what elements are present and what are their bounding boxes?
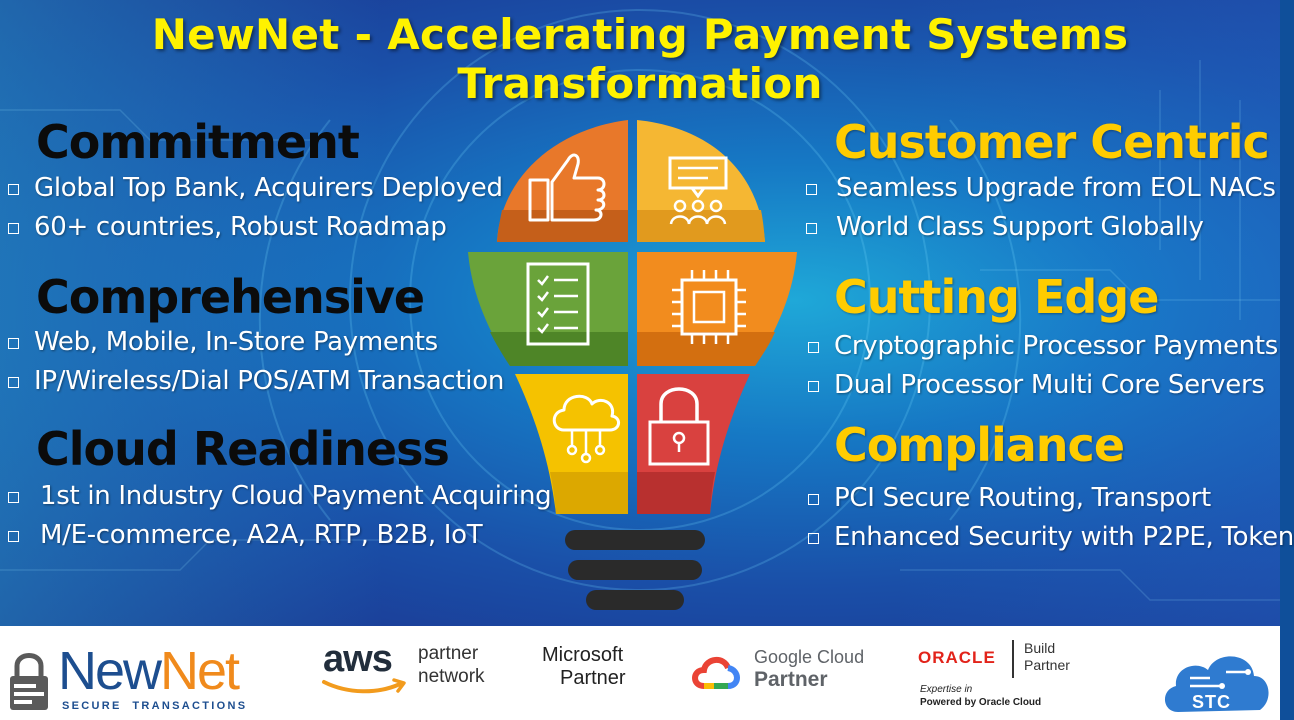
cutting-edge-list: Cryptographic Processor Payments Dual Pr… <box>806 327 1278 405</box>
partner-logo-strip: NewNet SECURE TRANSACTIONS aws partner n… <box>0 626 1280 720</box>
list-item: IP/Wireless/Dial POS/ATM Transaction <box>6 362 504 401</box>
google-partner-line2: Partner <box>754 668 828 691</box>
cloud-network-icon <box>515 374 628 514</box>
heading-customer-centric: Customer Centric <box>834 115 1270 169</box>
bullet-box-icon <box>8 223 19 234</box>
bullet-box-icon <box>806 223 817 234</box>
list-item: Dual Processor Multi Core Servers <box>806 366 1278 405</box>
oracle-powered: Powered by Oracle Cloud <box>920 697 1042 708</box>
bullet-box-icon <box>8 377 19 388</box>
commitment-list: Global Top Bank, Acquirers Deployed 60+ … <box>6 169 503 247</box>
cpu-chip-icon <box>637 252 797 366</box>
aws-partner-line2: network <box>418 666 485 687</box>
bullet-box-icon <box>8 184 19 195</box>
oracle-mark: ORACLE <box>918 648 996 667</box>
newnet-tagline: SECURE TRANSACTIONS <box>62 700 248 712</box>
bulb-socket <box>565 530 705 610</box>
slide-background: NewNet - Accelerating Payment Systems Tr… <box>0 0 1294 626</box>
newnet-wordmark: NewNet <box>58 641 240 701</box>
stc-cloud-logo <box>1164 656 1269 712</box>
thumbs-up-icon <box>497 120 628 242</box>
customer-centric-list: Seamless Upgrade from EOL NACs World Cla… <box>804 169 1276 247</box>
bullet-box-icon <box>808 381 819 392</box>
heading-cutting-edge: Cutting Edge <box>834 270 1159 324</box>
microsoft-partner-line1: Microsoft <box>542 644 624 666</box>
list-item: Seamless Upgrade from EOL NACs <box>804 169 1276 208</box>
presentation-meeting-icon <box>637 120 765 242</box>
bullet-box-icon <box>808 494 819 505</box>
heading-commitment: Commitment <box>36 115 360 169</box>
oracle-divider <box>1012 640 1014 678</box>
newnet-lock-icon <box>10 653 48 710</box>
checklist-icon <box>468 252 628 366</box>
bullet-box-icon <box>8 338 19 349</box>
stc-mark: STC <box>1192 692 1231 712</box>
aws-partner-line1: partner <box>418 643 479 664</box>
bullet-box-icon <box>806 184 817 195</box>
list-item: PCI Secure Routing, Transport <box>806 479 1294 518</box>
list-item: Web, Mobile, In-Store Payments <box>6 323 504 362</box>
list-item: Cryptographic Processor Payments <box>806 327 1278 366</box>
google-cloud-icon <box>692 657 740 689</box>
cloud-readiness-list: 1st in Industry Cloud Payment Acquiring … <box>6 477 552 555</box>
aws-mark: aws <box>323 638 393 680</box>
comprehensive-list: Web, Mobile, In-Store Payments IP/Wirele… <box>6 323 504 401</box>
list-item: M/E-commerce, A2A, RTP, B2B, IoT <box>6 516 551 555</box>
microsoft-partner-line2: Partner <box>560 667 626 689</box>
list-item: 60+ countries, Robust Roadmap <box>6 208 503 247</box>
list-item: World Class Support Globally <box>804 208 1276 247</box>
heading-compliance: Compliance <box>834 418 1125 472</box>
lightbulb-graphic <box>468 120 797 610</box>
oracle-build-line2: Partner <box>1024 657 1070 673</box>
bullet-box-icon <box>8 492 19 503</box>
list-item: 1st in Industry Cloud Payment Acquiring <box>6 477 552 516</box>
bullet-box-icon <box>8 531 19 542</box>
newnet-logo <box>8 650 50 717</box>
bullet-box-icon <box>808 342 819 353</box>
bullet-box-icon <box>808 533 819 544</box>
aws-smile-icon <box>322 678 406 694</box>
heading-comprehensive: Comprehensive <box>36 270 425 324</box>
google-partner-line1: Google Cloud <box>754 647 865 667</box>
oracle-build-line1: Build <box>1024 640 1056 656</box>
compliance-list: PCI Secure Routing, Transport Enhanced S… <box>806 479 1294 557</box>
heading-cloud-readiness: Cloud Readiness <box>36 422 450 476</box>
list-item: Global Top Bank, Acquirers Deployed <box>6 169 503 208</box>
list-item: Enhanced Security with P2PE, Token <box>806 518 1294 557</box>
oracle-expertise: Expertise in <box>920 684 973 695</box>
padlock-icon <box>637 374 750 514</box>
page-title: NewNet - Accelerating Payment Systems Tr… <box>151 10 1129 108</box>
